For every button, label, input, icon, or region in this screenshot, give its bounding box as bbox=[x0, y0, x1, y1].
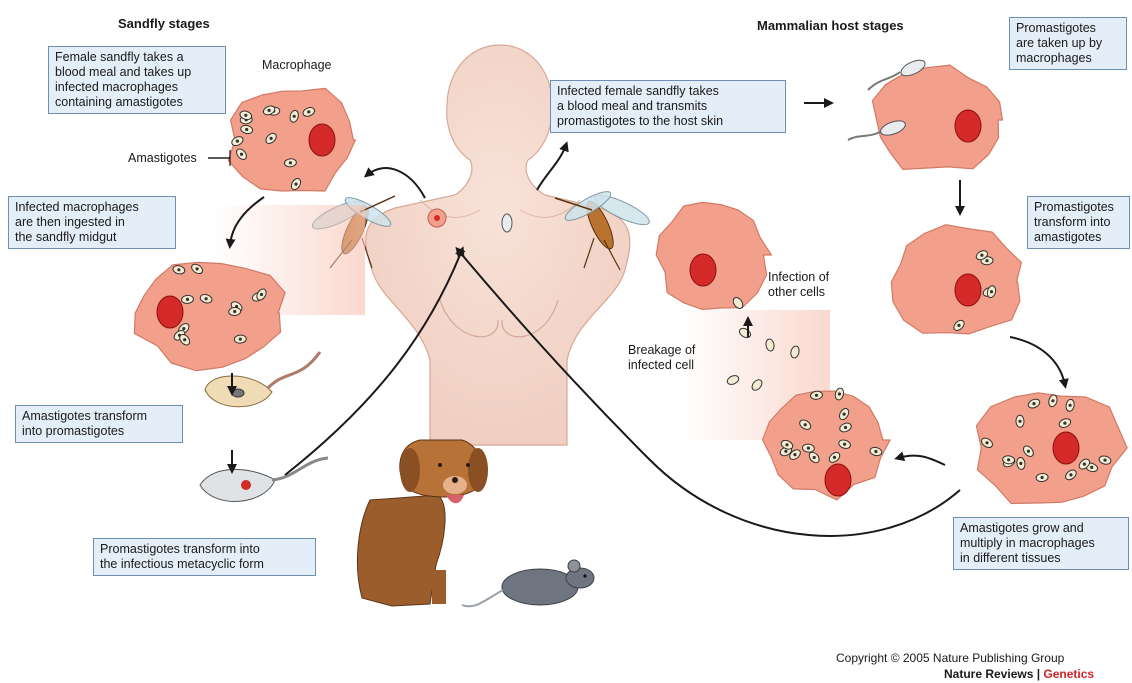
amastigotes-label: Amastigotes bbox=[128, 151, 197, 166]
amastigote-kinetoplast bbox=[177, 268, 180, 271]
amastigote-kinetoplast bbox=[1090, 466, 1093, 469]
amastigote-kinetoplast bbox=[1063, 422, 1066, 425]
rat-icon bbox=[462, 560, 594, 606]
amastigote-kinetoplast bbox=[205, 297, 208, 300]
amastigote-kinetoplast bbox=[833, 456, 836, 459]
host-macrophage-entry-cell bbox=[872, 65, 1002, 169]
cell-nucleus bbox=[309, 124, 335, 156]
mammalian-stages-heading: Mammalian host stages bbox=[757, 18, 904, 33]
transform-amastigotes-box: Promastigotes transform into amastigotes bbox=[1027, 196, 1130, 249]
amastigote-kinetoplast bbox=[260, 293, 263, 296]
amastigote-kinetoplast bbox=[1051, 399, 1054, 402]
amastigote-kinetoplast bbox=[1018, 420, 1021, 423]
female-blood-meal-box: Female sandfly takes a blood meal and ta… bbox=[48, 46, 226, 114]
amastigote-kinetoplast bbox=[186, 298, 189, 301]
amastigote-kinetoplast bbox=[196, 267, 199, 270]
macrophage-membrane bbox=[872, 65, 1002, 169]
amastigote-kinetoplast bbox=[807, 447, 810, 450]
taken-up-box: Promastigotes are taken up by macrophage… bbox=[1009, 17, 1127, 70]
macrophage-membrane bbox=[656, 202, 771, 309]
journal-name: Nature Reviews bbox=[944, 667, 1033, 681]
amastigote-kinetoplast bbox=[1103, 459, 1106, 462]
amastigote-kinetoplast bbox=[1032, 402, 1035, 405]
sandfly-stages-heading: Sandfly stages bbox=[118, 16, 210, 31]
host-macrophage-multiply-cell bbox=[976, 393, 1127, 504]
amastigote-kinetoplast bbox=[289, 161, 292, 164]
amastigote-kinetoplast bbox=[793, 453, 796, 456]
arrow-to-skin-box bbox=[537, 145, 566, 190]
amastigote-kinetoplast bbox=[1041, 476, 1044, 479]
amastigote-kinetoplast bbox=[1069, 473, 1072, 476]
amastigote-kinetoplast bbox=[804, 423, 807, 426]
amastigote-kinetoplast bbox=[307, 110, 310, 113]
macrophage-membrane bbox=[891, 225, 1021, 334]
amastigote-kinetoplast bbox=[1027, 450, 1030, 453]
journal-credit: Nature Reviews | Genetics bbox=[944, 667, 1094, 682]
arrow-to-macrophage bbox=[367, 168, 425, 198]
amastigote-kinetoplast bbox=[838, 392, 841, 395]
amastigote-kinetoplast bbox=[240, 153, 243, 156]
amastigote-kinetoplast bbox=[270, 137, 273, 140]
amastigote-kinetoplast bbox=[785, 443, 788, 446]
infected-female-box: Infected female sandfly takes a blood me… bbox=[550, 80, 786, 133]
macrophage-membrane bbox=[228, 88, 355, 191]
dog-icon bbox=[357, 440, 488, 606]
amastigote-kinetoplast bbox=[239, 338, 242, 341]
copyright-text: Copyright © 2005 Nature Publishing Group bbox=[836, 651, 1064, 666]
cell-nucleus bbox=[955, 110, 981, 142]
cell-nucleus bbox=[955, 274, 981, 306]
macrophage-sandfly-cell bbox=[228, 88, 355, 191]
amastigote-kinetoplast bbox=[784, 450, 787, 453]
amastigote-kinetoplast bbox=[874, 450, 877, 453]
amastigote-kinetoplast bbox=[1019, 462, 1022, 465]
other-cell-infected bbox=[656, 202, 771, 309]
cell-nucleus bbox=[690, 254, 716, 286]
cell-nucleus bbox=[1053, 432, 1079, 464]
amastigote-kinetoplast bbox=[980, 254, 983, 257]
transform-promastigotes-box: Amastigotes transform into promastigotes bbox=[15, 405, 183, 443]
credit-separator: | bbox=[1033, 667, 1043, 681]
amastigote-kinetoplast bbox=[985, 441, 988, 444]
amastigote-kinetoplast bbox=[245, 128, 248, 131]
host-macrophage-transform-cell bbox=[891, 225, 1021, 334]
amastigote-kinetoplast bbox=[1083, 463, 1086, 466]
amastigote-kinetoplast bbox=[182, 327, 185, 330]
amastigote-kinetoplast bbox=[957, 324, 960, 327]
cell-nucleus bbox=[157, 296, 183, 328]
amastigote-kinetoplast bbox=[985, 259, 988, 262]
amastigote-kinetoplast bbox=[844, 426, 847, 429]
amastigote-kinetoplast bbox=[236, 140, 239, 143]
ingested-midgut-box: Infected macrophages are then ingested i… bbox=[8, 196, 176, 249]
amastigote-kinetoplast bbox=[268, 109, 271, 112]
amastigotes-bracket-bottom bbox=[208, 158, 230, 166]
amastigote-kinetoplast bbox=[294, 183, 297, 186]
amastigote-kinetoplast bbox=[244, 114, 247, 117]
cell-nucleus bbox=[825, 464, 851, 496]
metacyclic-promastigote-icon bbox=[200, 458, 328, 501]
amastigotes-bracket-top bbox=[208, 150, 230, 158]
metacyclic-form-box: Promastigotes transform into the infecti… bbox=[93, 538, 316, 576]
amastigote-kinetoplast bbox=[990, 290, 993, 293]
breakage-label: Breakage of infected cell bbox=[628, 343, 695, 373]
grow-multiply-box: Amastigotes grow and multiply in macroph… bbox=[953, 517, 1129, 570]
infection-other-cells-label: Infection of other cells bbox=[768, 270, 829, 300]
amastigote-kinetoplast bbox=[815, 394, 818, 397]
arrow-to-grow bbox=[1010, 337, 1065, 385]
amastigote-kinetoplast bbox=[813, 456, 816, 459]
amastigote-kinetoplast bbox=[843, 413, 846, 416]
section-name: Genetics bbox=[1043, 667, 1094, 681]
macrophage-membrane bbox=[976, 393, 1127, 504]
amastigote-kinetoplast bbox=[233, 310, 236, 313]
amastigote-kinetoplast bbox=[1069, 404, 1072, 407]
arrow-to-breakage bbox=[898, 456, 945, 465]
infected-cell-breaking bbox=[680, 310, 890, 500]
amastigote-kinetoplast bbox=[183, 338, 186, 341]
amastigote-kinetoplast bbox=[1007, 458, 1010, 461]
macrophage-label: Macrophage bbox=[262, 58, 332, 73]
amastigote-kinetoplast bbox=[293, 115, 296, 118]
amastigote-kinetoplast bbox=[843, 443, 846, 446]
